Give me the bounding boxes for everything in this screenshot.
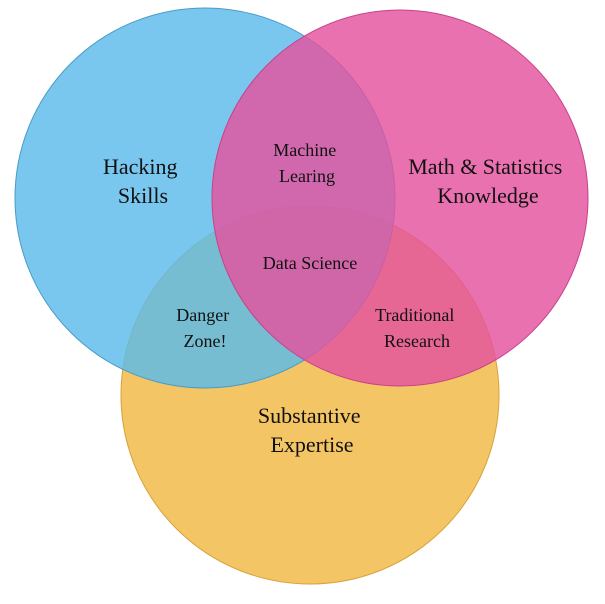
label-substantive-expertise-line-2: Expertise [270, 432, 353, 457]
label-danger-zone-line-1: Danger [176, 305, 229, 325]
circle-math-statistics [211, 9, 589, 387]
label-math-statistics-line-1: Math & Statistics [408, 154, 562, 179]
label-substantive-expertise-line-1: Substantive [258, 403, 361, 428]
label-machine-learning-line-1: Machine [273, 140, 336, 160]
label-data-science: Data Science [263, 253, 357, 273]
label-hacking-skills-line-2: Skills [118, 183, 168, 208]
label-hacking-skills: Hacking Skills [103, 154, 183, 208]
label-math-statistics-knowledge: Math & Statistics Knowledge [408, 154, 568, 208]
label-machine-learning: Machine Learing [273, 140, 340, 186]
label-traditional-research: Traditional Research [375, 305, 459, 351]
label-danger-zone-line-2: Zone! [184, 331, 227, 351]
label-data-science-line-1: Data Science [263, 253, 357, 273]
label-machine-learning-line-2: Learing [279, 166, 335, 186]
label-traditional-research-line-1: Traditional [375, 305, 454, 325]
label-substantive-expertise: Substantive Expertise [258, 403, 366, 457]
label-traditional-research-line-2: Research [384, 331, 450, 351]
label-math-statistics-line-2: Knowledge [437, 183, 538, 208]
label-danger-zone: Danger Zone! [176, 305, 233, 351]
label-hacking-skills-line-1: Hacking [103, 154, 178, 179]
